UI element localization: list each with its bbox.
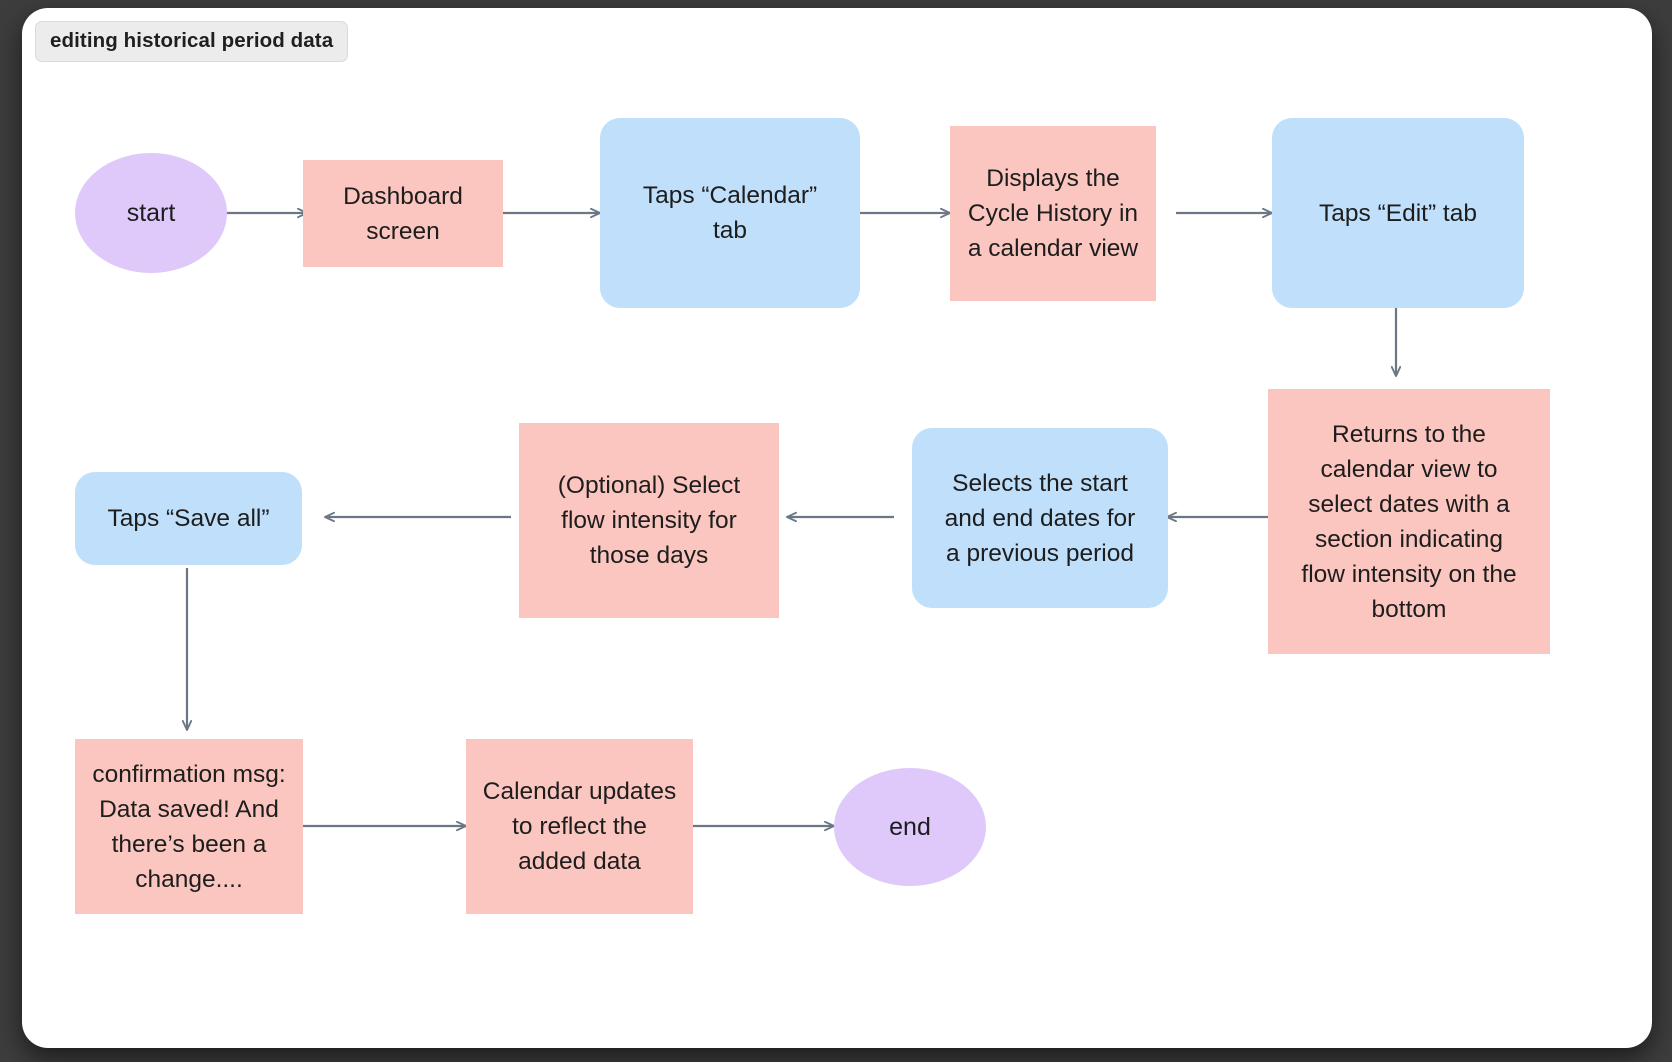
node-calendar-updates[interactable]: Calendar updates to reflect the added da… — [466, 739, 693, 914]
node-end[interactable]: end — [834, 768, 986, 886]
node-displays-cycle-history[interactable]: Displays the Cycle History in a calendar… — [950, 126, 1156, 301]
node-returns-to-calendar-view[interactable]: Returns to the calendar view to select d… — [1268, 389, 1550, 654]
diagram-title-chip: editing historical period data — [35, 21, 349, 62]
node-start[interactable]: start — [75, 153, 227, 273]
node-taps-save-all[interactable]: Taps “Save all” — [75, 472, 302, 565]
node-dashboard-screen[interactable]: Dashboard screen — [303, 160, 503, 267]
node-confirmation-msg[interactable]: confirmation msg: Data saved! And there’… — [75, 739, 303, 914]
node-optional-flow-intensity[interactable]: (Optional) Select flow intensity for tho… — [519, 423, 779, 618]
diagram-canvas: editing historical period data — [22, 8, 1652, 1048]
node-taps-edit-tab[interactable]: Taps “Edit” tab — [1272, 118, 1524, 308]
node-selects-start-end-dates[interactable]: Selects the start and end dates for a pr… — [912, 428, 1168, 608]
node-taps-calendar-tab[interactable]: Taps “Calendar” tab — [600, 118, 860, 308]
